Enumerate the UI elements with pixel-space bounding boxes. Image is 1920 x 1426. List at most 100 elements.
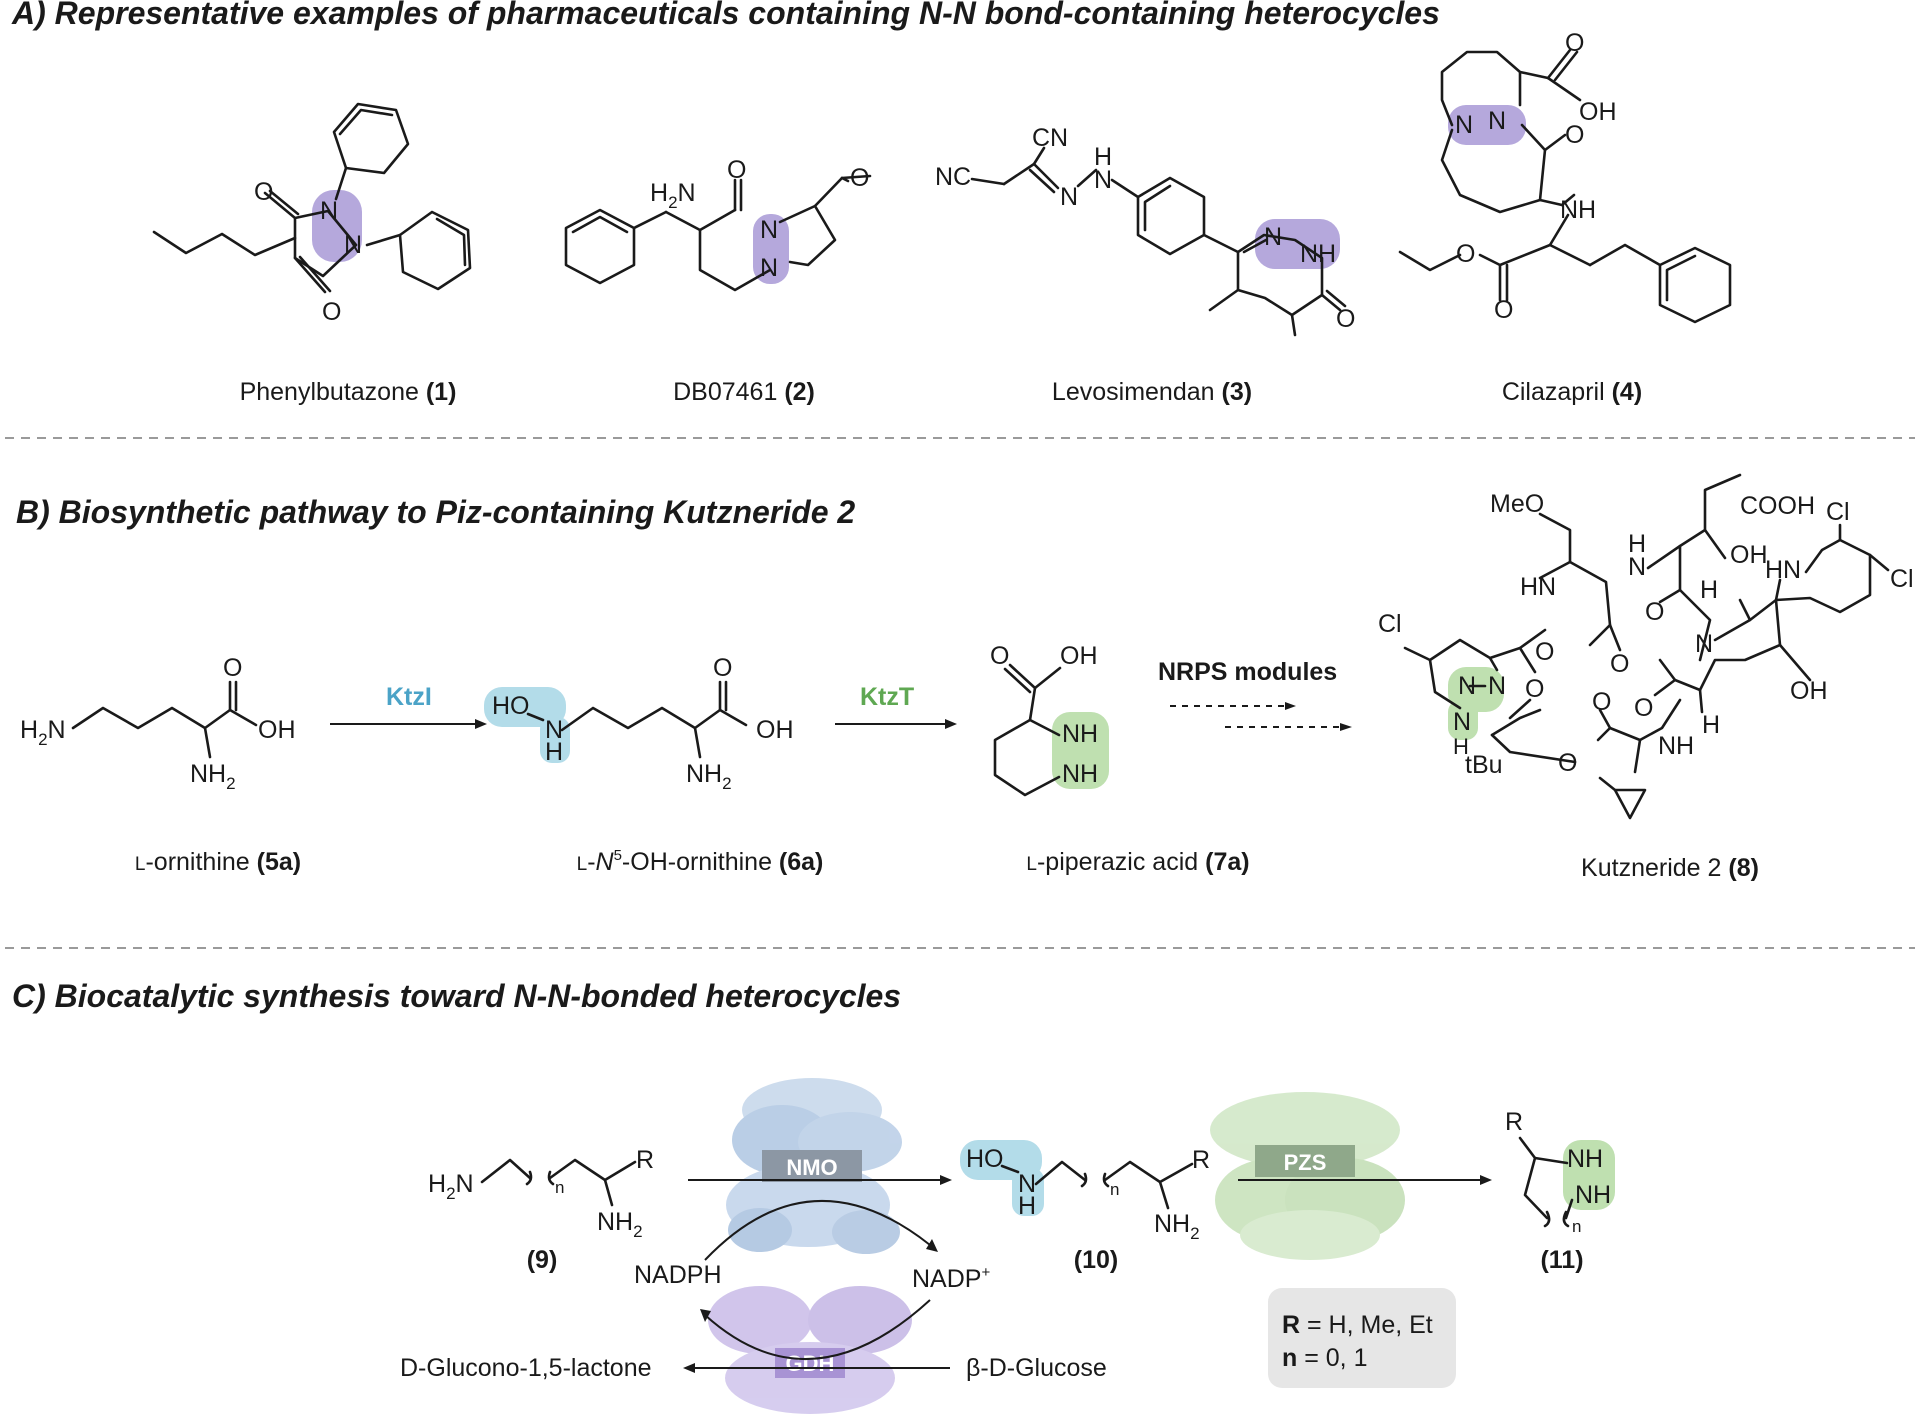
svg-text:n: n <box>1110 1180 1119 1199</box>
substrate-9-structure: H2N n R NH2 <box>428 1146 654 1241</box>
svg-text:O: O <box>1565 121 1584 149</box>
svg-text:H2N: H2N <box>20 716 66 749</box>
svg-text:n: n <box>1572 1217 1581 1236</box>
svg-text:Cl: Cl <box>1378 610 1402 638</box>
substituent-legend-box <box>1268 1288 1456 1388</box>
gluconolactone-label: D-Glucono-1,5-lactone <box>400 1354 652 1382</box>
svg-text:H: H <box>1702 711 1720 739</box>
section-b-title: B) Biosynthetic pathway to Piz-containin… <box>16 494 855 530</box>
svg-text:N: N <box>1453 708 1471 736</box>
svg-text:O: O <box>850 164 869 192</box>
svg-text:CN: CN <box>1032 124 1068 152</box>
glucose-label: β-D-Glucose <box>966 1354 1107 1382</box>
oh-ornithine-structure: HO N H O OH NH2 <box>484 654 794 793</box>
svg-text:O: O <box>1494 296 1513 324</box>
enzyme-ktzi: KtzI <box>386 683 432 711</box>
svg-text:N: N <box>1094 166 1112 194</box>
caption-levosimendan: Levosimendan (3) <box>1052 378 1252 406</box>
legend-n: n = 0, 1 <box>1282 1344 1367 1372</box>
svg-text:H2N: H2N <box>428 1170 474 1203</box>
phenylbutazone-structure: O N N O <box>152 102 472 326</box>
enzyme-nrps: NRPS modules <box>1158 658 1337 686</box>
svg-text:COOH: COOH <box>1740 492 1815 520</box>
caption-db07461: DB07461 (2) <box>673 378 815 406</box>
arc-nadp-nadph <box>704 1299 931 1361</box>
svg-text:n: n <box>555 1178 564 1197</box>
svg-text:NH: NH <box>1567 1145 1603 1173</box>
svg-text:N: N <box>1458 672 1476 700</box>
hydroxylamine-10-structure: HO N H n R NH2 <box>960 1140 1210 1243</box>
svg-text:Cl: Cl <box>1890 565 1914 593</box>
svg-text:H2N: H2N <box>650 179 696 212</box>
section-a-title: A) Representative examples of pharmaceut… <box>11 0 1440 31</box>
svg-text:O: O <box>1456 240 1475 268</box>
caption-phenylbutazone: Phenylbutazone (1) <box>240 378 457 406</box>
levosimendan-structure: NC CN N H N N NH O <box>935 124 1355 337</box>
svg-text:O: O <box>1645 598 1664 626</box>
caption-8: Kutzneride 2 (8) <box>1581 854 1759 882</box>
svg-text:O: O <box>990 642 1009 670</box>
svg-text:H: H <box>1018 1192 1036 1220</box>
svg-text:O: O <box>1592 688 1611 716</box>
svg-text:O: O <box>1535 638 1554 666</box>
svg-text:N: N <box>1264 223 1282 251</box>
svg-text:O: O <box>223 654 242 682</box>
svg-text:NH: NH <box>1062 720 1098 748</box>
svg-text:HO: HO <box>966 1145 1004 1173</box>
nmo-tag <box>762 1150 862 1182</box>
svg-text:N: N <box>1695 630 1713 658</box>
svg-text:N: N <box>1018 1170 1036 1198</box>
label-11: (11) <box>1540 1246 1583 1274</box>
svg-text:O: O <box>713 654 732 682</box>
svg-text:N: N <box>1628 553 1646 581</box>
product-11-structure: R n NH NH <box>1505 1108 1615 1236</box>
svg-text:N: N <box>320 197 338 225</box>
caption-5a: L-ornithine (5a) <box>135 848 301 876</box>
svg-text:N: N <box>1455 111 1473 139</box>
svg-text:O: O <box>1634 694 1653 722</box>
svg-text:OH: OH <box>258 716 296 744</box>
db07461-structure: H2N O N N O <box>564 156 872 292</box>
legend-r: R = H, Me, Et <box>1282 1311 1433 1339</box>
svg-text:NH2: NH2 <box>190 760 236 793</box>
nmo-label: NMO <box>786 1155 837 1180</box>
svg-text:H: H <box>1453 734 1469 759</box>
nadph-label: NADPH <box>634 1261 722 1289</box>
svg-text:NH2: NH2 <box>686 760 732 793</box>
svg-text:NH: NH <box>1560 196 1596 224</box>
svg-text:H: H <box>545 738 563 766</box>
label-10: (10) <box>1074 1246 1118 1274</box>
svg-text:NH2: NH2 <box>597 1208 643 1241</box>
svg-text:O: O <box>1558 749 1577 777</box>
svg-text:NC: NC <box>935 163 971 191</box>
svg-text:HN: HN <box>1520 573 1556 601</box>
section-c-title: C) Biocatalytic synthesis toward N-N-bon… <box>12 978 901 1014</box>
caption-cilazapril: Cilazapril (4) <box>1502 378 1642 406</box>
svg-text:OH: OH <box>756 716 794 744</box>
svg-text:NH: NH <box>1300 240 1336 268</box>
caption-7a: L-piperazic acid (7a) <box>1026 848 1249 876</box>
svg-text:O: O <box>1525 675 1544 703</box>
svg-text:H: H <box>1628 530 1646 558</box>
svg-text:OH: OH <box>1730 541 1768 569</box>
caption-6a: L-N5-OH-ornithine (6a) <box>577 847 824 876</box>
svg-text:Cl: Cl <box>1826 498 1850 526</box>
svg-text:N: N <box>545 716 563 744</box>
svg-text:HN: HN <box>1765 556 1801 584</box>
svg-text:HO: HO <box>492 692 530 720</box>
cilazapril-structure: O OH N N O NH O O <box>1398 29 1732 324</box>
nadp-label: NADP+ <box>912 1264 990 1293</box>
svg-text:O: O <box>1336 305 1355 333</box>
svg-text:H: H <box>1700 576 1718 604</box>
svg-text:N: N <box>760 254 778 282</box>
piperazic-acid-structure: O OH NH NH <box>990 642 1109 797</box>
svg-text:MeO: MeO <box>1490 490 1544 518</box>
gdh-label: GDH <box>786 1351 835 1376</box>
svg-text:H: H <box>1094 143 1112 171</box>
svg-text:OH: OH <box>1060 642 1098 670</box>
svg-text:OH: OH <box>1790 677 1828 705</box>
svg-text:O: O <box>322 298 341 326</box>
pzs-label: PZS <box>1284 1150 1327 1175</box>
svg-text:NH: NH <box>1062 760 1098 788</box>
svg-text:O: O <box>727 156 746 184</box>
